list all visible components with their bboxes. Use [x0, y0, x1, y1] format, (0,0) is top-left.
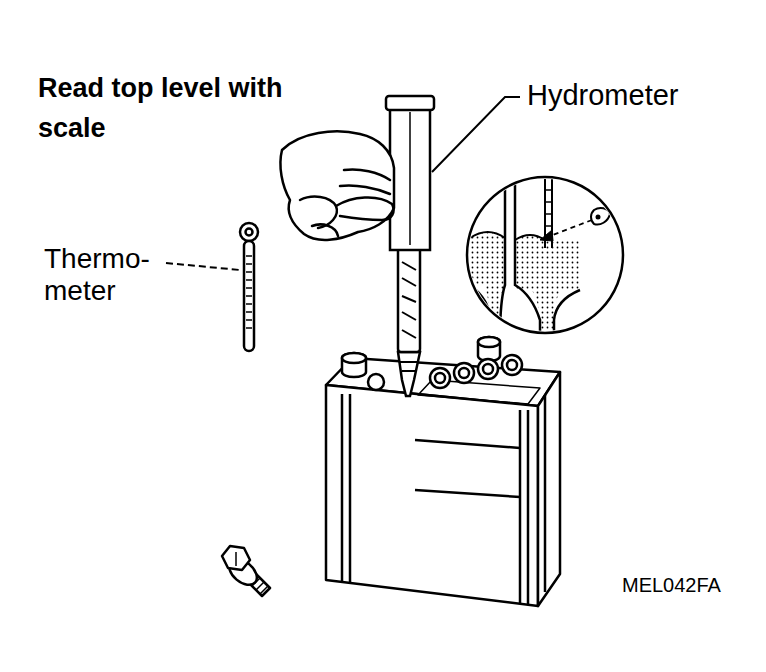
- battery-side: [538, 372, 560, 606]
- hydrometer-tube: [390, 108, 430, 250]
- vent-caps: [368, 355, 522, 390]
- magnified-view: [467, 175, 623, 340]
- leader-line: [166, 263, 240, 270]
- terminal-post: [478, 337, 500, 361]
- thermometer: [240, 223, 258, 351]
- bolt: [222, 546, 270, 596]
- terminal-post: [342, 353, 366, 363]
- bolt-head: [222, 546, 250, 570]
- battery-rib: [349, 394, 352, 584]
- thumb: [336, 197, 394, 220]
- hydrometer-cap: [386, 96, 434, 110]
- vent-cap: [483, 364, 493, 374]
- battery-line: [544, 395, 547, 592]
- battery-line: [415, 490, 520, 497]
- tube-wall: [470, 285, 490, 340]
- finger: [312, 224, 338, 236]
- terminal-post: [478, 337, 500, 347]
- vent-cap: [502, 355, 522, 375]
- vent-cap: [454, 363, 474, 383]
- part-label: Hydrometer: [527, 78, 747, 112]
- nozzle-rib: [402, 370, 416, 372]
- thermometer-hole: [246, 229, 253, 236]
- vent-cap: [459, 368, 469, 378]
- sight-line: [550, 220, 592, 236]
- hydrometer-bulb: [398, 248, 420, 352]
- vent-cap: [507, 360, 517, 370]
- instruction-note: Read top level with scale: [38, 68, 300, 148]
- finger: [344, 169, 390, 180]
- nozzle-rib: [400, 361, 418, 363]
- battery-rib: [527, 410, 530, 604]
- tube-wall: [554, 290, 580, 340]
- meniscus: [470, 232, 505, 238]
- bolt-edge: [235, 552, 237, 566]
- part-label: Thermo- meter: [44, 243, 172, 307]
- thermometer-scale: [246, 256, 252, 328]
- vent-cap: [430, 368, 450, 388]
- tube-wall: [515, 175, 540, 340]
- battery-front: [326, 385, 538, 606]
- float-marking: [402, 262, 416, 338]
- nozzle: [398, 352, 420, 396]
- terminal-post: [342, 353, 366, 377]
- battery-rib: [341, 394, 344, 583]
- eye-pupil: [596, 215, 601, 220]
- battery: [326, 337, 560, 606]
- figure-code: MEL042FA: [622, 574, 762, 596]
- leader-line: [432, 97, 520, 172]
- scale-ticks: [545, 190, 552, 226]
- battery-line: [415, 440, 520, 448]
- vent-cap: [435, 373, 445, 383]
- thermometer-stem: [244, 241, 254, 351]
- vent-cap: [478, 359, 498, 379]
- hydrometer: [386, 96, 434, 396]
- battery-rib: [519, 410, 522, 603]
- liquid: [515, 235, 580, 340]
- arrow-head: [540, 230, 553, 241]
- hand-palm: [280, 131, 394, 240]
- vent-cap: [368, 374, 384, 390]
- hand: [280, 131, 394, 240]
- tube-line: [409, 112, 411, 245]
- finger: [340, 185, 390, 194]
- eye: [591, 208, 610, 225]
- tube-wall: [500, 175, 505, 340]
- thermometer-ring: [240, 223, 258, 241]
- liquid: [470, 232, 505, 340]
